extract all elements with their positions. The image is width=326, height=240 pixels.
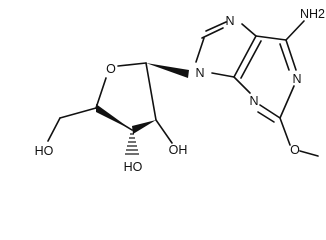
atom-label-ho-5prime: HO xyxy=(35,144,54,158)
chemical-structure: NH2 N N N N O O HO HO OH xyxy=(35,7,325,174)
atom-label-n1: N xyxy=(292,72,301,86)
atom-label-n9: N xyxy=(195,66,204,80)
wedge-bond-c2-c3 xyxy=(132,120,156,134)
atom-label-nh2: NH2 xyxy=(300,7,325,21)
hashed-bond-c3-oh xyxy=(125,133,139,155)
wedge-bond-c3-c4 xyxy=(96,104,132,130)
atom-label-oh-2prime: OH xyxy=(169,143,188,157)
atom-label-o-ring: O xyxy=(106,62,116,76)
atom-label-ho-3prime: HO xyxy=(124,160,143,174)
pyrimidine-ring-bonds xyxy=(233,35,297,123)
imidazole-ring-bonds xyxy=(195,21,257,78)
atom-label-o-methoxy: O xyxy=(290,143,300,157)
ribose-ring-bonds xyxy=(95,62,157,131)
wedge-bond-c1-n9 xyxy=(146,63,189,78)
ribose-substituent-bonds xyxy=(47,107,173,144)
atom-label-n3: N xyxy=(249,94,258,108)
substituent-bonds xyxy=(279,20,319,157)
atom-label-n7: N xyxy=(225,14,234,28)
